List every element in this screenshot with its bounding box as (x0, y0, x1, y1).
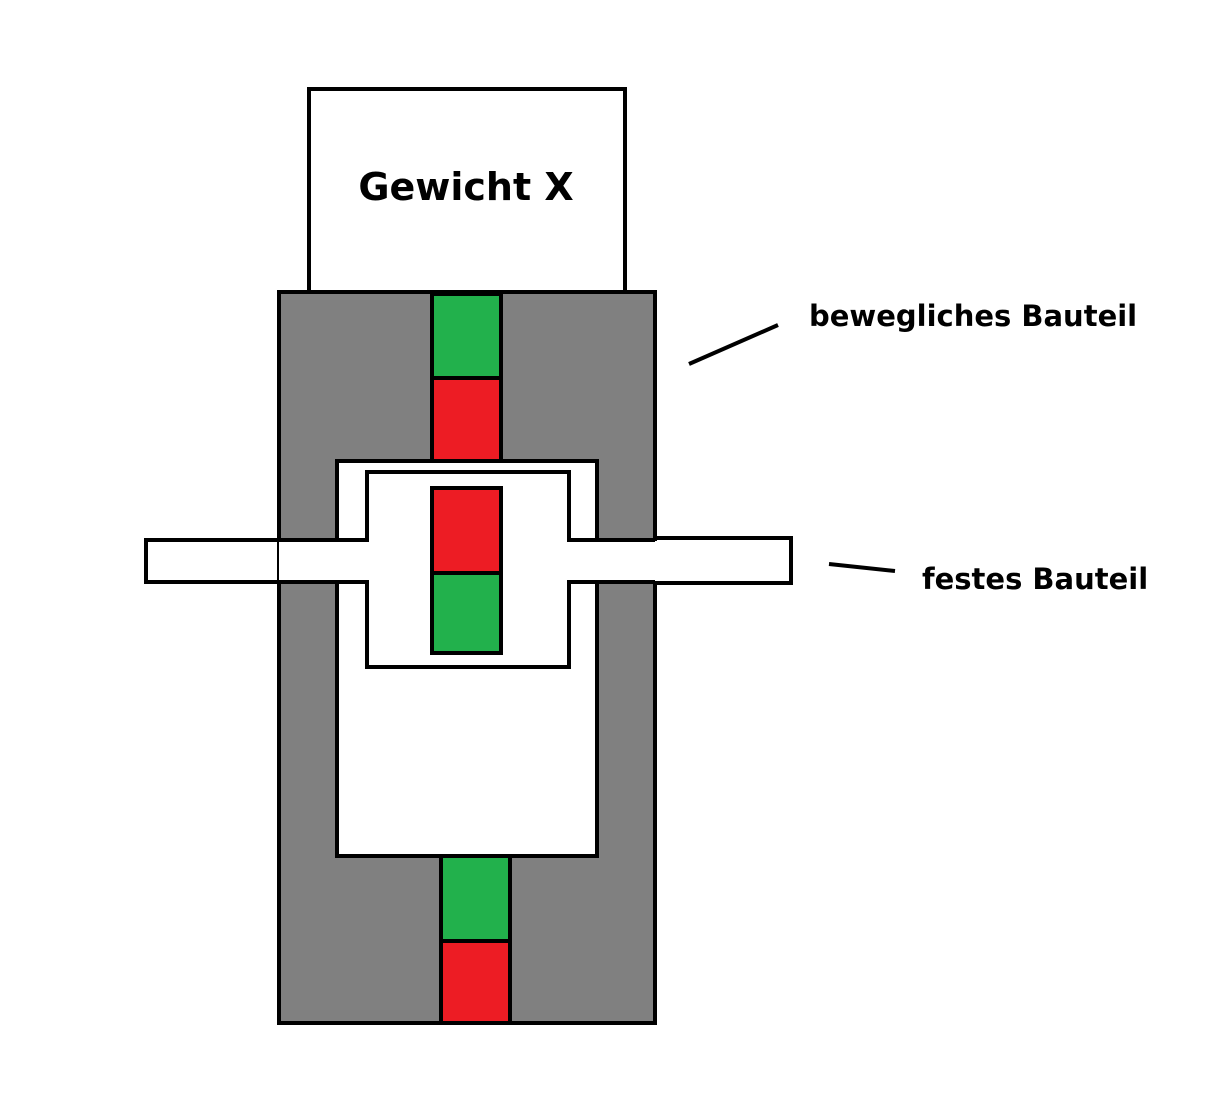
weight-box-label: Gewicht X (358, 165, 573, 209)
bottom-magnet-pair (439, 854, 512, 1025)
weight-box-frame (307, 87, 627, 296)
fixed-bridge-right (595, 541, 657, 581)
label-fixed-part: festes Bauteil (922, 562, 1148, 596)
magnet-south-bottom (439, 939, 512, 1025)
leader-line-fixed-part (828, 562, 896, 573)
label-moving-part: bewegliches Bauteil (809, 299, 1137, 333)
fixed-rod-right (645, 536, 793, 585)
top-magnet-pair (430, 292, 503, 464)
magnet-north-bottom (439, 854, 512, 943)
fixed-bridge-left (279, 542, 339, 580)
weight-box: Gewicht X (307, 87, 627, 296)
fixed-rod-left (144, 538, 288, 584)
magnet-south-top (430, 376, 503, 464)
middle-magnet-pair (430, 486, 503, 655)
magnet-north-middle (430, 571, 503, 655)
magnet-north-top (430, 292, 503, 380)
magnet-south-middle (430, 486, 503, 575)
leader-line-moving-part (688, 323, 779, 366)
fixed-part-side-rods (144, 536, 793, 585)
